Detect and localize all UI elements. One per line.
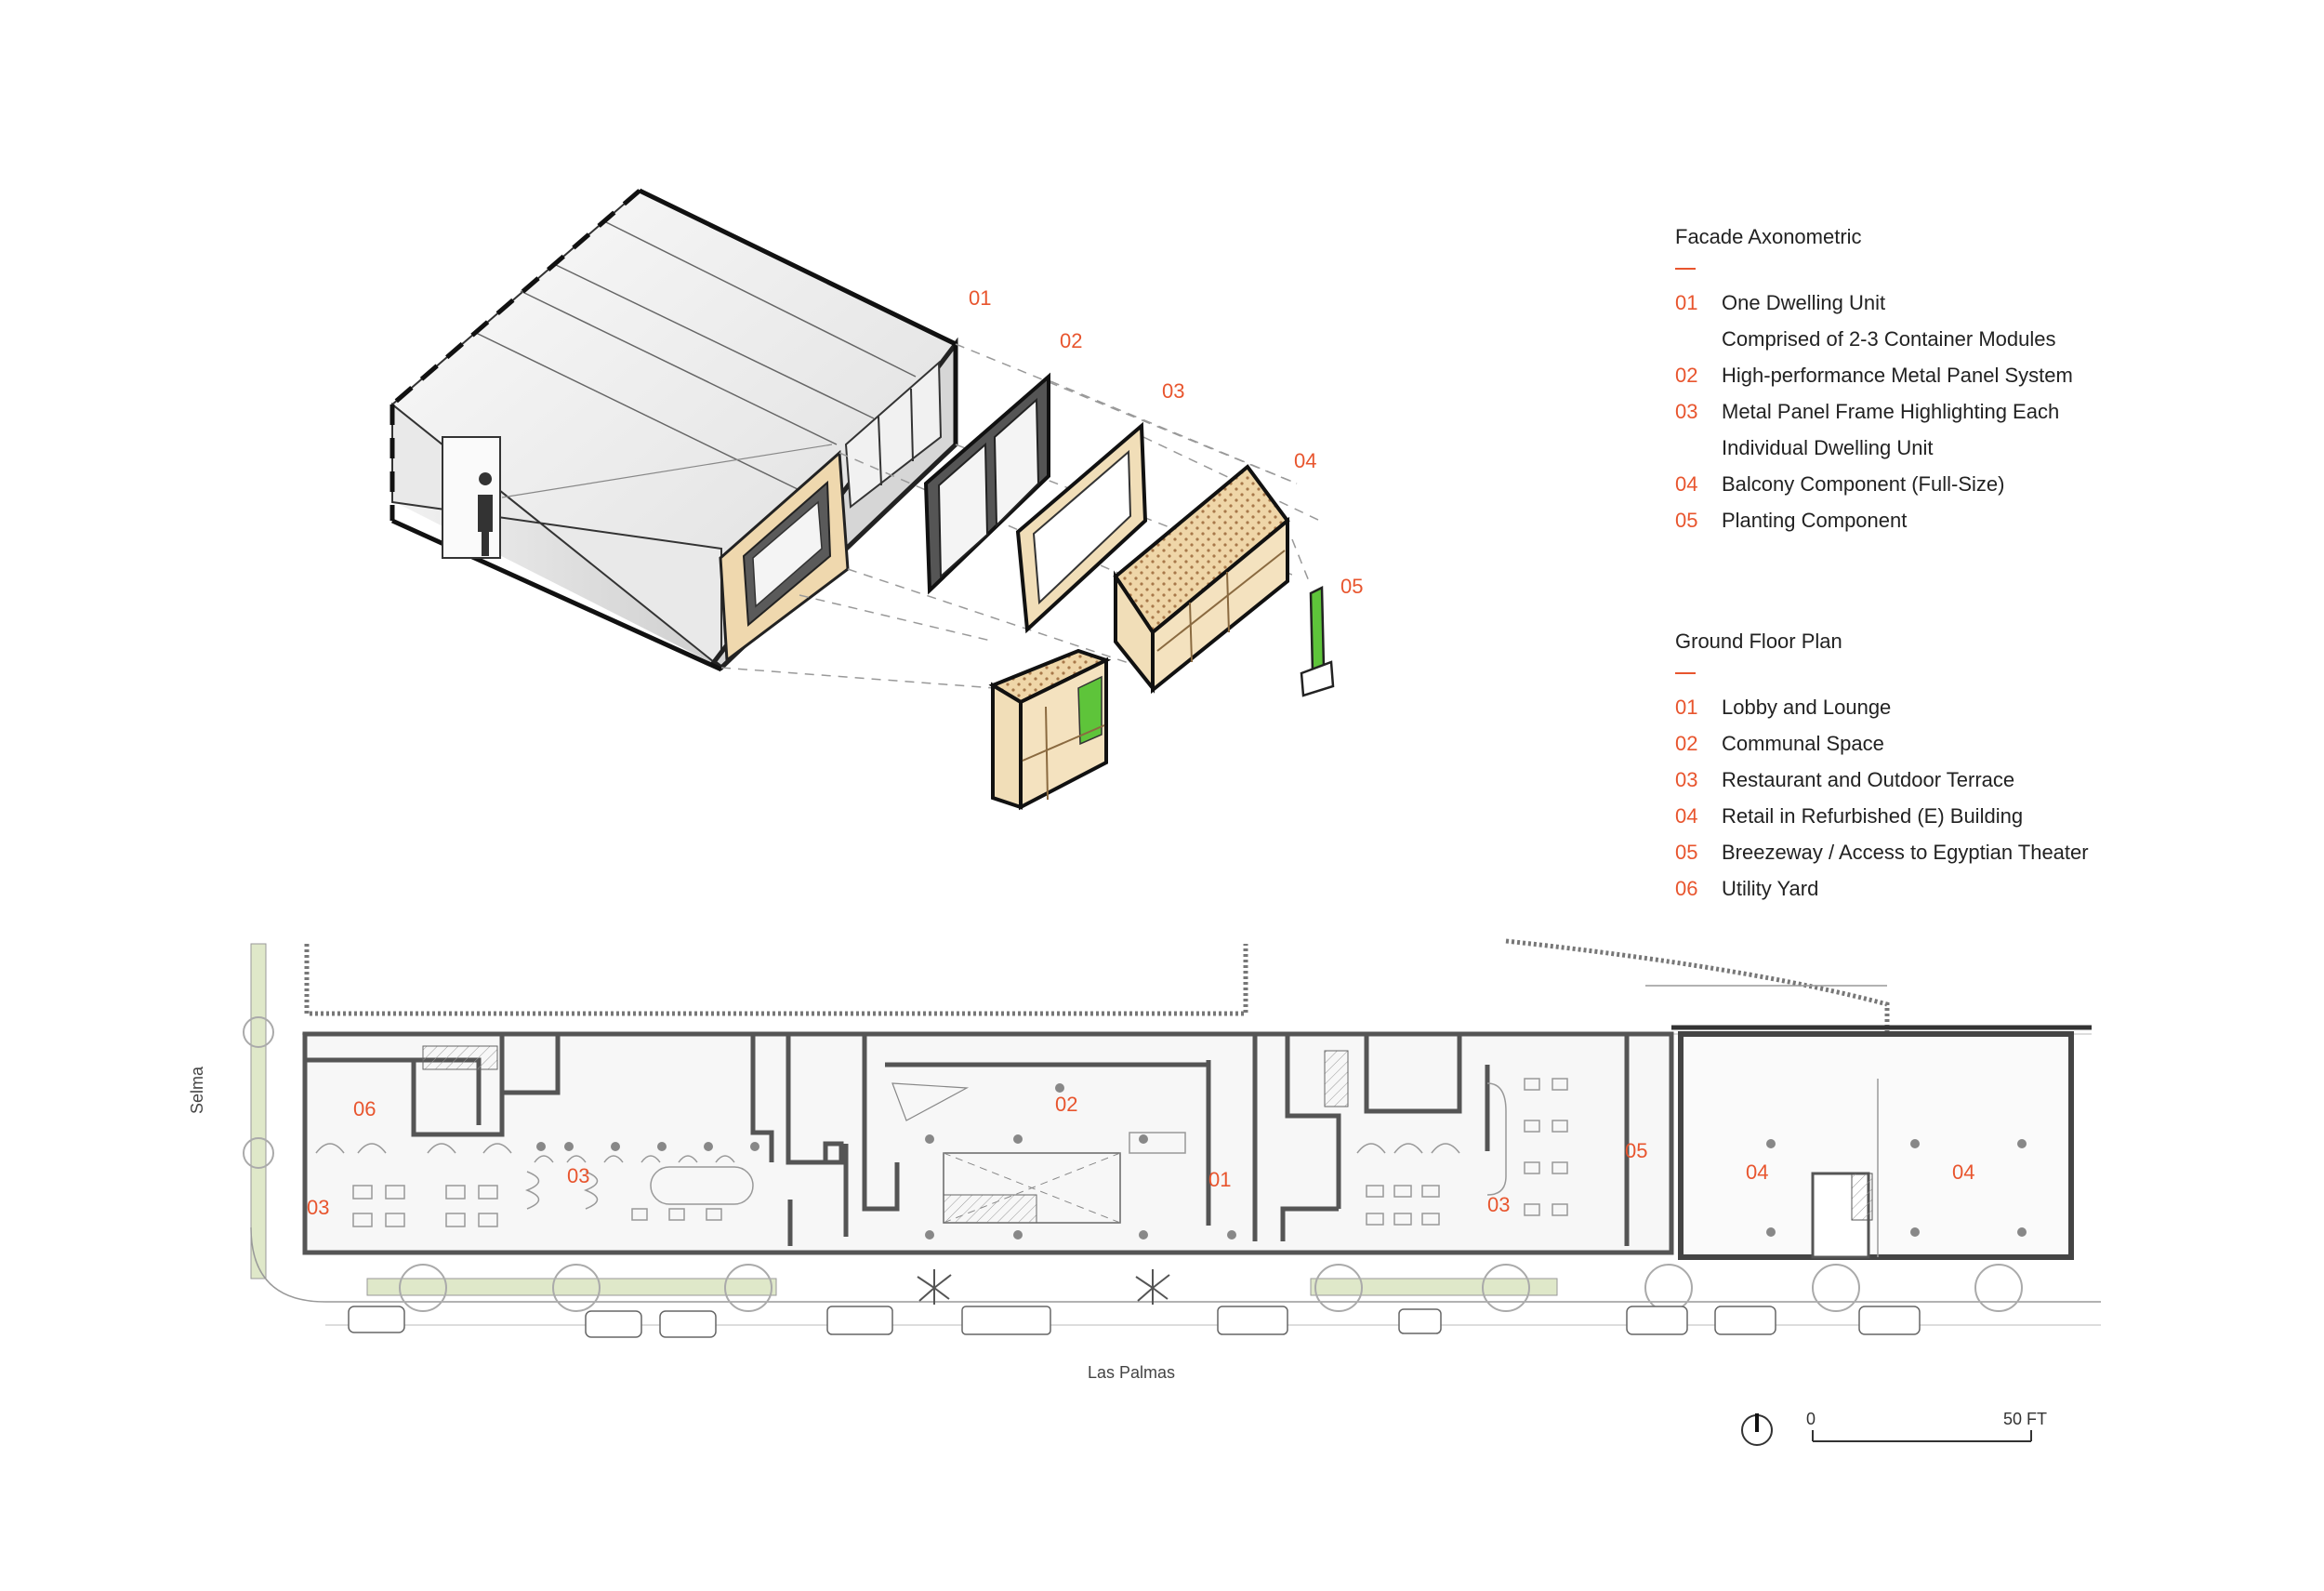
legend-item-number (1675, 430, 1722, 466)
legend-item-text: High-performance Metal Panel System (1722, 364, 2073, 387)
axo-label-04: 04 (1294, 449, 1316, 472)
room-label-breezeway: 05 (1625, 1139, 1647, 1162)
balcony-component-large (1113, 464, 1290, 695)
legend-item-text: Planting Component (1722, 509, 1908, 532)
legend-item: 03 Restaurant and Outdoor Terrace (1675, 762, 2233, 798)
structural-columns (536, 1083, 2027, 1240)
legend-item-text: Balcony Component (Full-Size) (1722, 472, 2005, 496)
legend-item-text: Comprised of 2-3 Container Modules (1722, 327, 2056, 351)
legend-item: 02 High-performance Metal Panel System (1675, 357, 2233, 393)
parked-cars (348, 1306, 1921, 1338)
legend-item-number: 03 (1675, 768, 1698, 791)
legend-divider (1675, 672, 1696, 674)
axonometric-legend-title: Facade Axonometric (1675, 225, 1862, 248)
axo-label-05: 05 (1340, 575, 1363, 598)
legend-item-text: Restaurant and Outdoor Terrace (1722, 768, 2015, 791)
palm-trees (917, 1269, 1170, 1305)
legend-item-number: 05 (1675, 509, 1698, 532)
legend-item: 04 Retail in Refurbished (E) Building (1675, 798, 2233, 834)
legend-item: 03 Metal Panel Frame Highlighting Each (1675, 393, 2233, 430)
legend-item-text: One Dwelling Unit (1722, 291, 1886, 314)
room-label-restaurant-east: 03 (1487, 1193, 1510, 1216)
axo-label-01: 01 (969, 286, 991, 310)
sidewalk-planting-strip (250, 943, 267, 1279)
plan-legend: Ground Floor Plan 01 Lobby and Lounge 02 Co… (1675, 630, 2233, 907)
axo-label-03: 03 (1162, 379, 1184, 403)
room-label-lobby: 01 (1208, 1168, 1231, 1191)
room-label-retail-west: 04 (1746, 1160, 1768, 1184)
restaurant-furniture (315, 1078, 1568, 1227)
balcony-component-small (988, 648, 1112, 811)
room-label-utility: 06 (353, 1097, 376, 1120)
adjacent-property-line (304, 944, 1248, 1016)
legend-item-number (1675, 321, 1722, 357)
room-label-retail-east: 04 (1952, 1160, 1974, 1184)
legend-item: 05 Planting Component (1675, 502, 2233, 538)
scale-start-label: 0 (1806, 1410, 1816, 1428)
legend-item-text: Metal Panel Frame Highlighting Each (1722, 400, 2060, 423)
ground-floor-plan: 06 03 03 02 01 03 05 04 04 Selma Las Pal… (188, 938, 2101, 1382)
legend-item: 04 Balcony Component (Full-Size) (1675, 466, 2233, 502)
room-label-restaurant-west: 03 (307, 1196, 329, 1219)
legend-item-text: Individual Dwelling Unit (1722, 436, 1934, 459)
planting-component (1300, 586, 1335, 697)
room-label-communal: 02 (1055, 1093, 1077, 1116)
person-figure (478, 472, 493, 556)
legend-item-text: Retail in Refurbished (E) Building (1722, 804, 2024, 828)
street-name-las-palmas: Las Palmas (1088, 1363, 1175, 1382)
legend-item: 02 Communal Space (1675, 725, 2233, 762)
retail-building (1678, 1031, 2074, 1260)
legend-item-number: 01 (1675, 291, 1698, 314)
legend-item: 06 Utility Yard (1675, 870, 2233, 907)
dashed-edge (390, 189, 641, 406)
legend-item-number: 05 (1675, 841, 1698, 864)
room-label-restaurant-mid: 03 (567, 1164, 589, 1187)
legend-item: Individual Dwelling Unit (1675, 430, 2233, 466)
legend-item: 01 One Dwelling Unit (1675, 285, 2233, 321)
legend-divider (1675, 268, 1696, 270)
legend-item-number: 02 (1675, 364, 1698, 387)
scale-end-label: 50 FT (2003, 1410, 2047, 1428)
street-trees (243, 1016, 2023, 1312)
legend-item-number: 06 (1675, 877, 1698, 900)
legend-item-number: 01 (1675, 696, 1698, 719)
north-arrow (1741, 1413, 1773, 1446)
legend-item-text: Lobby and Lounge (1722, 696, 1892, 719)
legend-item-text: Communal Space (1722, 732, 1884, 755)
facade-axonometric: 01 02 03 04 05 (390, 188, 1363, 811)
scale-bar: 0 50 FT (1806, 1410, 2047, 1442)
curb-line (250, 1226, 2101, 1303)
legend-item-number: 02 (1675, 732, 1698, 755)
legend-item-text: Breezeway / Access to Egyptian Theater (1722, 841, 2089, 864)
axo-label-02: 02 (1060, 329, 1082, 352)
legend-item-number: 04 (1675, 804, 1698, 828)
interior-walls (305, 1034, 1630, 1246)
legend-item: 05 Breezeway / Access to Egyptian Theater (1675, 834, 2233, 870)
plan-legend-list: 01 Lobby and Lounge 02 Communal Space 03 Rest… (1675, 689, 2233, 907)
legend-item: Comprised of 2-3 Container Modules (1675, 321, 2233, 357)
legend-item-text: Utility Yard (1722, 877, 1819, 900)
plan-legend-title: Ground Floor Plan (1675, 630, 1842, 653)
legend-item-number: 04 (1675, 472, 1698, 496)
street-name-selma: Selma (188, 1066, 206, 1114)
legend-item: 01 Lobby and Lounge (1675, 689, 2233, 725)
legend-item-number: 03 (1675, 400, 1698, 423)
